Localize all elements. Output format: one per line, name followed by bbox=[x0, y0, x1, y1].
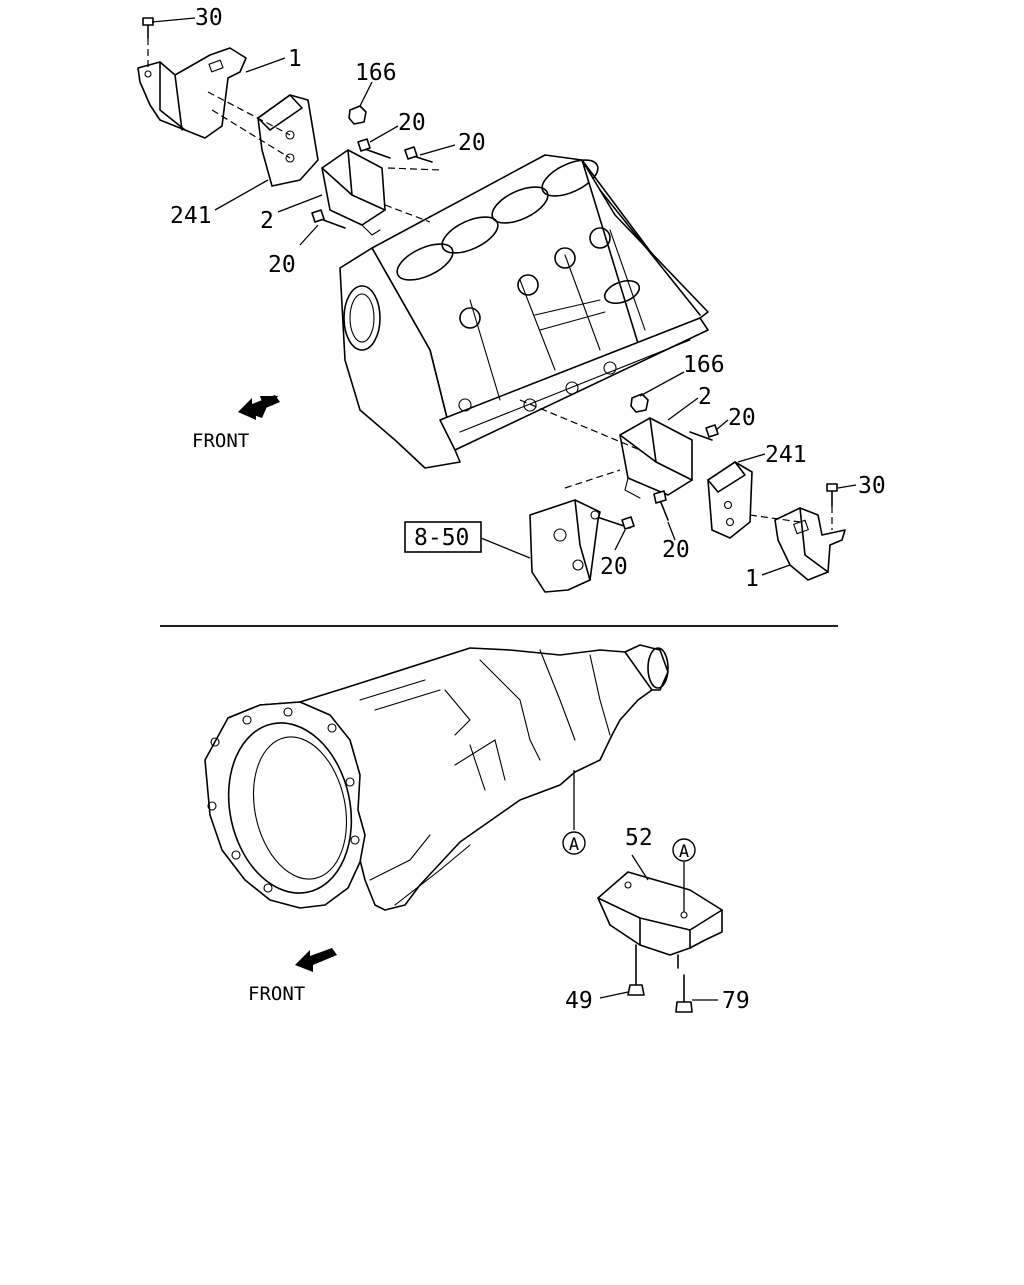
reference-box-label[interactable]: 8-50 bbox=[414, 525, 469, 551]
circle-label-a-left: A bbox=[569, 835, 579, 855]
circle-marker-a-left bbox=[562, 831, 586, 855]
callout-30-left: 30 bbox=[195, 5, 223, 31]
crossmember-bracket bbox=[597, 862, 723, 1013]
left-mount-assembly bbox=[137, 17, 441, 236]
front-label-bottom: FRONT bbox=[248, 983, 305, 1005]
circle-label-a-right: A bbox=[679, 842, 689, 862]
reference-box-frame bbox=[404, 521, 482, 553]
callout-1-left: 1 bbox=[288, 46, 302, 72]
callout-20-c: 20 bbox=[268, 252, 296, 278]
circle-marker-a-right bbox=[672, 838, 696, 862]
callout-2-left: 2 bbox=[260, 208, 274, 234]
callout-79: 79 bbox=[722, 988, 750, 1014]
callout-20-f: 20 bbox=[600, 554, 628, 580]
callout-52: 52 bbox=[625, 825, 653, 851]
callout-20-d: 20 bbox=[728, 405, 756, 431]
callout-241-right: 241 bbox=[765, 442, 807, 468]
bottom-callouts: 52 49 79 bbox=[565, 825, 750, 1014]
callout-241-left: 241 bbox=[170, 203, 212, 229]
callout-20-b: 20 bbox=[458, 130, 486, 156]
front-label-top: FRONT bbox=[192, 430, 249, 452]
right-mount-assembly bbox=[519, 393, 846, 593]
transmission bbox=[204, 644, 669, 911]
callout-1-right: 1 bbox=[745, 566, 759, 592]
top-callouts: 30 1 166 20 20 241 2 20 166 2 20 241 30 … bbox=[151, 5, 886, 592]
callout-30-right: 30 bbox=[858, 473, 886, 499]
callout-2-right: 2 bbox=[698, 384, 712, 410]
engine-block bbox=[339, 154, 709, 469]
front-arrow-bottom bbox=[295, 948, 337, 972]
front-arrow-top bbox=[238, 395, 280, 420]
callout-166-lower: 166 bbox=[683, 352, 725, 378]
callout-20-a: 20 bbox=[398, 110, 426, 136]
callout-166-upper: 166 bbox=[355, 60, 397, 86]
callout-20-e: 20 bbox=[662, 537, 690, 563]
callout-49: 49 bbox=[565, 988, 593, 1014]
